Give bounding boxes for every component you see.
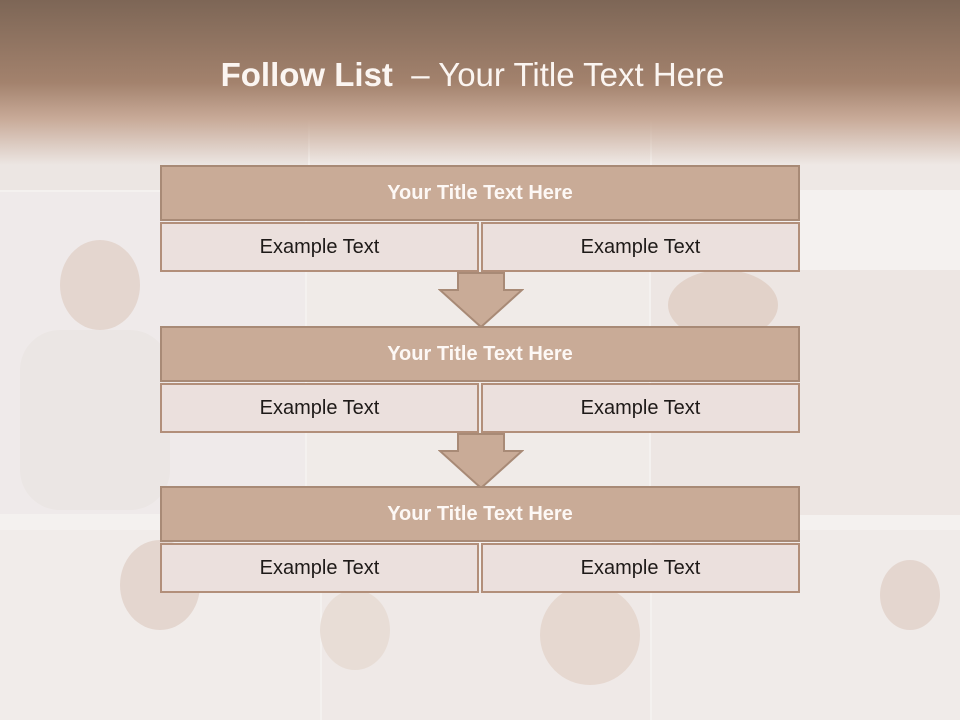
title-banner xyxy=(0,0,960,165)
slide-title[interactable]: Follow List – Your Title Text Here xyxy=(0,56,945,94)
photo-figure xyxy=(20,330,170,510)
step-title[interactable]: Your Title Text Here xyxy=(160,165,800,221)
down-arrow-icon xyxy=(438,272,524,328)
step-left-text[interactable]: Example Text xyxy=(160,383,479,433)
slide-title-rest: – Your Title Text Here xyxy=(411,56,725,93)
step-row: Example Text Example Text xyxy=(160,543,800,593)
photo-face xyxy=(60,240,140,330)
step-title[interactable]: Your Title Text Here xyxy=(160,486,800,542)
step-row: Example Text Example Text xyxy=(160,222,800,272)
step-right-text[interactable]: Example Text xyxy=(481,222,800,272)
step-left-text[interactable]: Example Text xyxy=(160,543,479,593)
photo-face xyxy=(540,585,640,685)
step-title[interactable]: Your Title Text Here xyxy=(160,326,800,382)
step-right-text[interactable]: Example Text xyxy=(481,383,800,433)
step-left-text[interactable]: Example Text xyxy=(160,222,479,272)
step-right-text[interactable]: Example Text xyxy=(481,543,800,593)
step-row: Example Text Example Text xyxy=(160,383,800,433)
follow-step-1[interactable]: Your Title Text Here Example Text Exampl… xyxy=(160,165,800,272)
photo-face xyxy=(320,590,390,670)
follow-step-3[interactable]: Your Title Text Here Example Text Exampl… xyxy=(160,486,800,593)
follow-step-2[interactable]: Your Title Text Here Example Text Exampl… xyxy=(160,326,800,433)
photo-face xyxy=(880,560,940,630)
slide-title-bold: Follow List xyxy=(220,56,393,93)
down-arrow-icon xyxy=(438,433,524,489)
